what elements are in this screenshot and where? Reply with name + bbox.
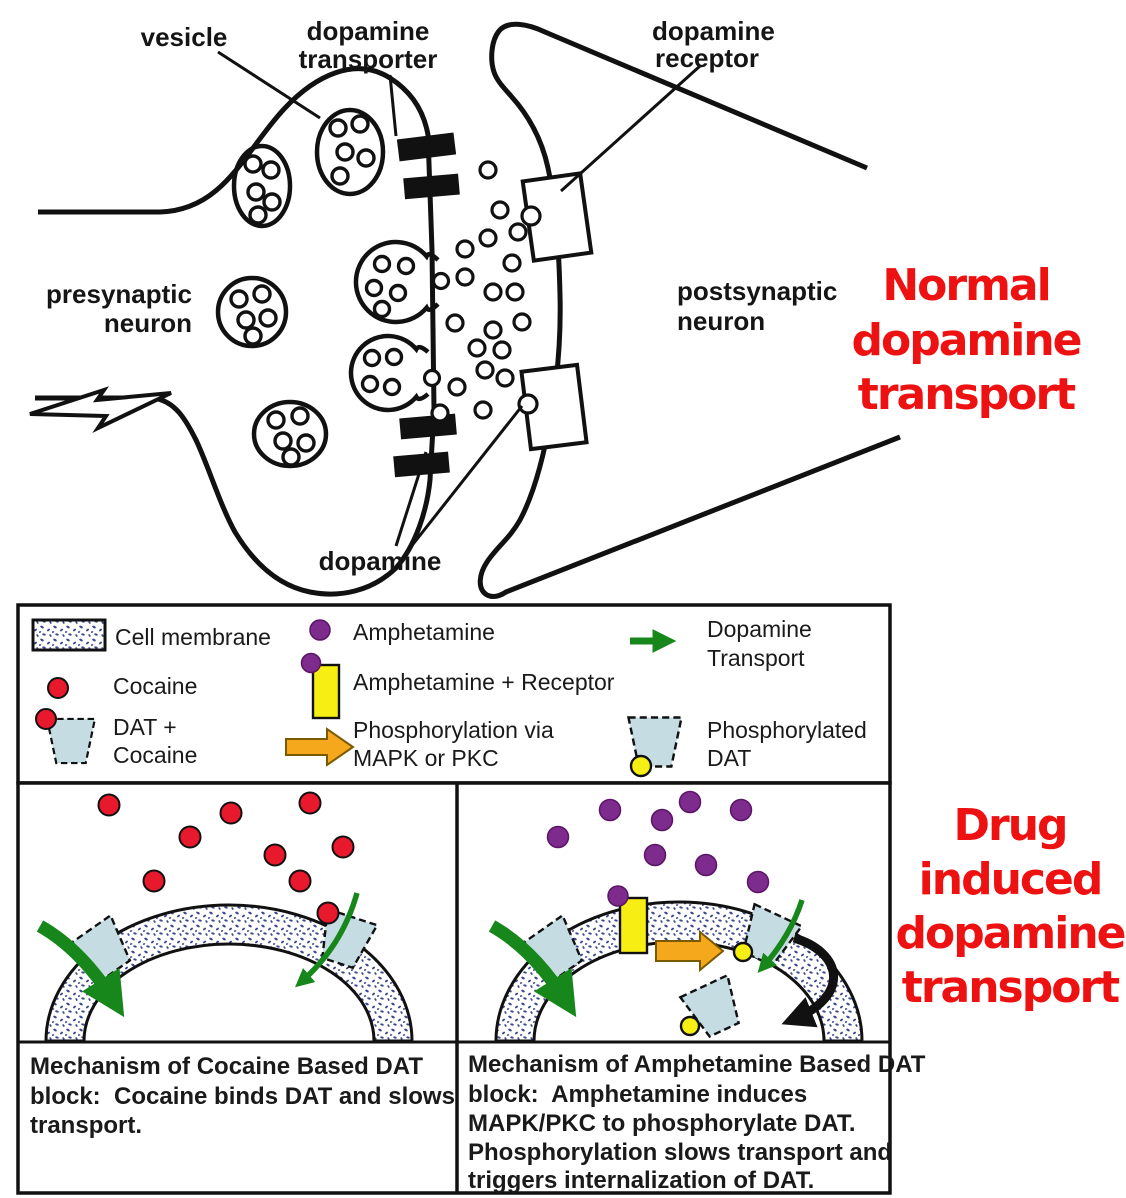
vesicle-1 [314, 107, 386, 197]
label-dopamine-receptor: dopamine [652, 16, 775, 46]
phosphorylation-arrow [655, 929, 725, 973]
normal-transport-title: Normal dopamine transport [851, 260, 1082, 420]
svg-text:transporter: transporter [299, 44, 438, 74]
legend-phosphorylated-dat: Phosphorylated [707, 717, 867, 743]
dopamine-molecule [431, 271, 451, 291]
legend-box: Cell membrane Cocaine DAT + Cocaine Amph… [16, 603, 892, 785]
dopamine-molecule [422, 368, 442, 388]
svg-text:dopamine: dopamine [895, 908, 1124, 959]
svg-text:MAPK or PKC: MAPK or PKC [353, 745, 499, 771]
amphetamine-bound-receptor [607, 885, 649, 955]
svg-text:block: Cocaine binds DAT and: block: Cocaine binds DAT and slows [30, 1083, 455, 1110]
normal-transport-diagram: vesicle dopamine transporter dopamine re… [29, 16, 1083, 599]
postsynaptic-neuron-outline [477, 21, 901, 599]
dopamine-transport-arrow-slowed [295, 892, 360, 988]
phosphorylated-dat-icon [627, 716, 683, 778]
svg-text:MAPK/PKC to phosphorylate DAT.: MAPK/PKC to phosphorylate DAT. [468, 1110, 856, 1137]
legend-cell-membrane: Cell membrane [115, 624, 271, 650]
dopamine-transport-arrow-thick [488, 920, 577, 1018]
dopamine-transport-arrow-slowed [757, 899, 805, 973]
svg-text:Normal: Normal [882, 260, 1049, 311]
svg-text:triggers internalization of DA: triggers internalization of DAT. [468, 1167, 814, 1194]
label-presynaptic-neuron: presynaptic [46, 279, 192, 309]
action-potential-icon [29, 386, 172, 433]
cell-membrane-swatch [31, 618, 107, 652]
amphetamine-panel [488, 790, 864, 1043]
amphetamine-molecules [546, 790, 770, 894]
svg-text:induced: induced [919, 854, 1102, 905]
svg-text:neuron: neuron [677, 306, 765, 336]
amphetamine-icon [309, 619, 331, 641]
svg-text:DAT: DAT [707, 745, 751, 771]
label-dopamine: dopamine [319, 546, 442, 576]
phosphorylation-arrow-icon [285, 727, 355, 767]
cell-membrane-arc [44, 903, 414, 1043]
svg-text:transport: transport [858, 369, 1076, 420]
fusing-vesicle-2 [348, 333, 442, 413]
pointer-lines [217, 50, 702, 549]
internalization-arrow [781, 933, 838, 1028]
svg-text:dopamine: dopamine [851, 315, 1080, 366]
internalized-dat [679, 974, 749, 1042]
legend-dat-cocaine: DAT + [113, 714, 177, 740]
svg-text:Drug: Drug [953, 800, 1066, 851]
dopamine-molecules [430, 160, 532, 423]
cocaine-icon [47, 677, 69, 699]
svg-text:receptor: receptor [655, 43, 759, 73]
legend-amphetamine: Amphetamine [353, 619, 495, 645]
fusing-vesicle-1 [353, 239, 451, 325]
vesicle-2 [231, 143, 293, 229]
svg-text:transport.: transport. [30, 1112, 142, 1139]
dopamine-receptor-top [520, 171, 594, 263]
drug-induced-title: Drug induced dopamine transport [895, 800, 1126, 1013]
phosphorylated-dat-membrane [732, 903, 803, 971]
svg-text:Mechanism of Amphetamine Based: Mechanism of Amphetamine Based DAT [468, 1051, 926, 1078]
svg-text:Mechanism of Cocaine Based DAT: Mechanism of Cocaine Based DAT [30, 1053, 423, 1080]
cocaine-caption: Mechanism of Cocaine Based DAT block: Co… [30, 1053, 455, 1139]
svg-text:block: Amphetamine induces: block: Amphetamine induces [468, 1081, 807, 1108]
legend-amphetamine-receptor: Amphetamine + Receptor [353, 669, 615, 695]
cocaine-panel [36, 791, 414, 1043]
svg-text:neuron: neuron [104, 308, 192, 338]
amphetamine-receptor-icon [300, 652, 341, 720]
svg-text:Transport: Transport [707, 645, 805, 671]
legend-dopamine-transport: Dopamine [707, 616, 812, 642]
vesicle-3 [215, 275, 289, 349]
legend-phosphorylation: Phosphorylation via [353, 717, 554, 743]
dopamine-transport-arrow-thick [36, 920, 125, 1018]
svg-text:Cocaine: Cocaine [113, 742, 197, 768]
presynaptic-neuron-outline [35, 66, 437, 597]
legend-cocaine: Cocaine [113, 673, 197, 699]
amphetamine-caption: Mechanism of Amphetamine Based DAT block… [468, 1051, 926, 1194]
vesicle-4 [251, 399, 329, 469]
dat-with-cocaine [311, 901, 379, 973]
cocaine-molecules [97, 791, 355, 893]
label-postsynaptic-neuron: postsynaptic [677, 276, 837, 306]
dat-cocaine-icon [35, 708, 97, 765]
label-vesicle: vesicle [141, 22, 228, 52]
svg-text:Phosphorylation slows transpor: Phosphorylation slows transport and [468, 1139, 892, 1166]
label-dopamine-transporter: dopamine [307, 16, 430, 46]
dopamine-receptor-bottom [517, 362, 589, 452]
svg-text:transport: transport [902, 962, 1120, 1013]
mechanism-panels: Mechanism of Cocaine Based DAT block: Co… [16, 781, 926, 1195]
